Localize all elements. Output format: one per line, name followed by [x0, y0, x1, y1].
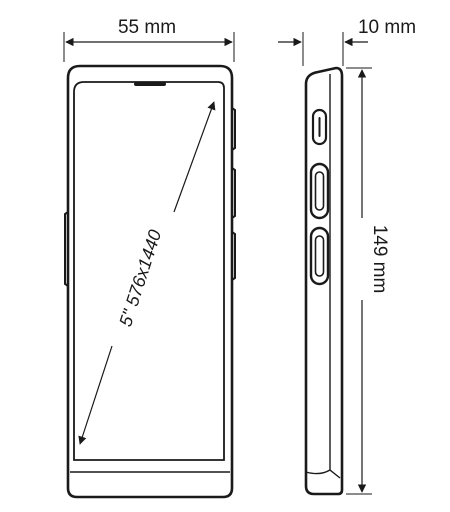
screen-size-label: 5" 576x1440 — [115, 227, 165, 329]
phone-side-body — [304, 66, 344, 496]
side-button-2-inner — [314, 171, 325, 211]
front-left-button — [64, 211, 69, 287]
side-button-3 — [309, 226, 330, 286]
side-button-3-inner — [314, 235, 325, 277]
front-view — [63, 32, 236, 499]
depth-label: 10 mm — [358, 17, 416, 38]
phone-front-body — [66, 64, 234, 499]
screen-diagonal-line-upper — [173, 101, 216, 213]
height-label: 149 mm — [369, 225, 390, 294]
side-inner-edge — [329, 74, 341, 479]
side-bottom-detail — [305, 469, 331, 475]
front-side-button-low — [231, 231, 236, 281]
front-side-button-top — [231, 107, 236, 151]
phone-screen — [73, 81, 225, 461]
side-button-1 — [311, 108, 328, 146]
side-view — [278, 32, 372, 496]
width-label: 55 mm — [118, 17, 176, 38]
front-side-button-mid — [231, 167, 236, 219]
side-button-2 — [309, 162, 330, 220]
screen-diagonal-line-lower — [78, 345, 113, 445]
